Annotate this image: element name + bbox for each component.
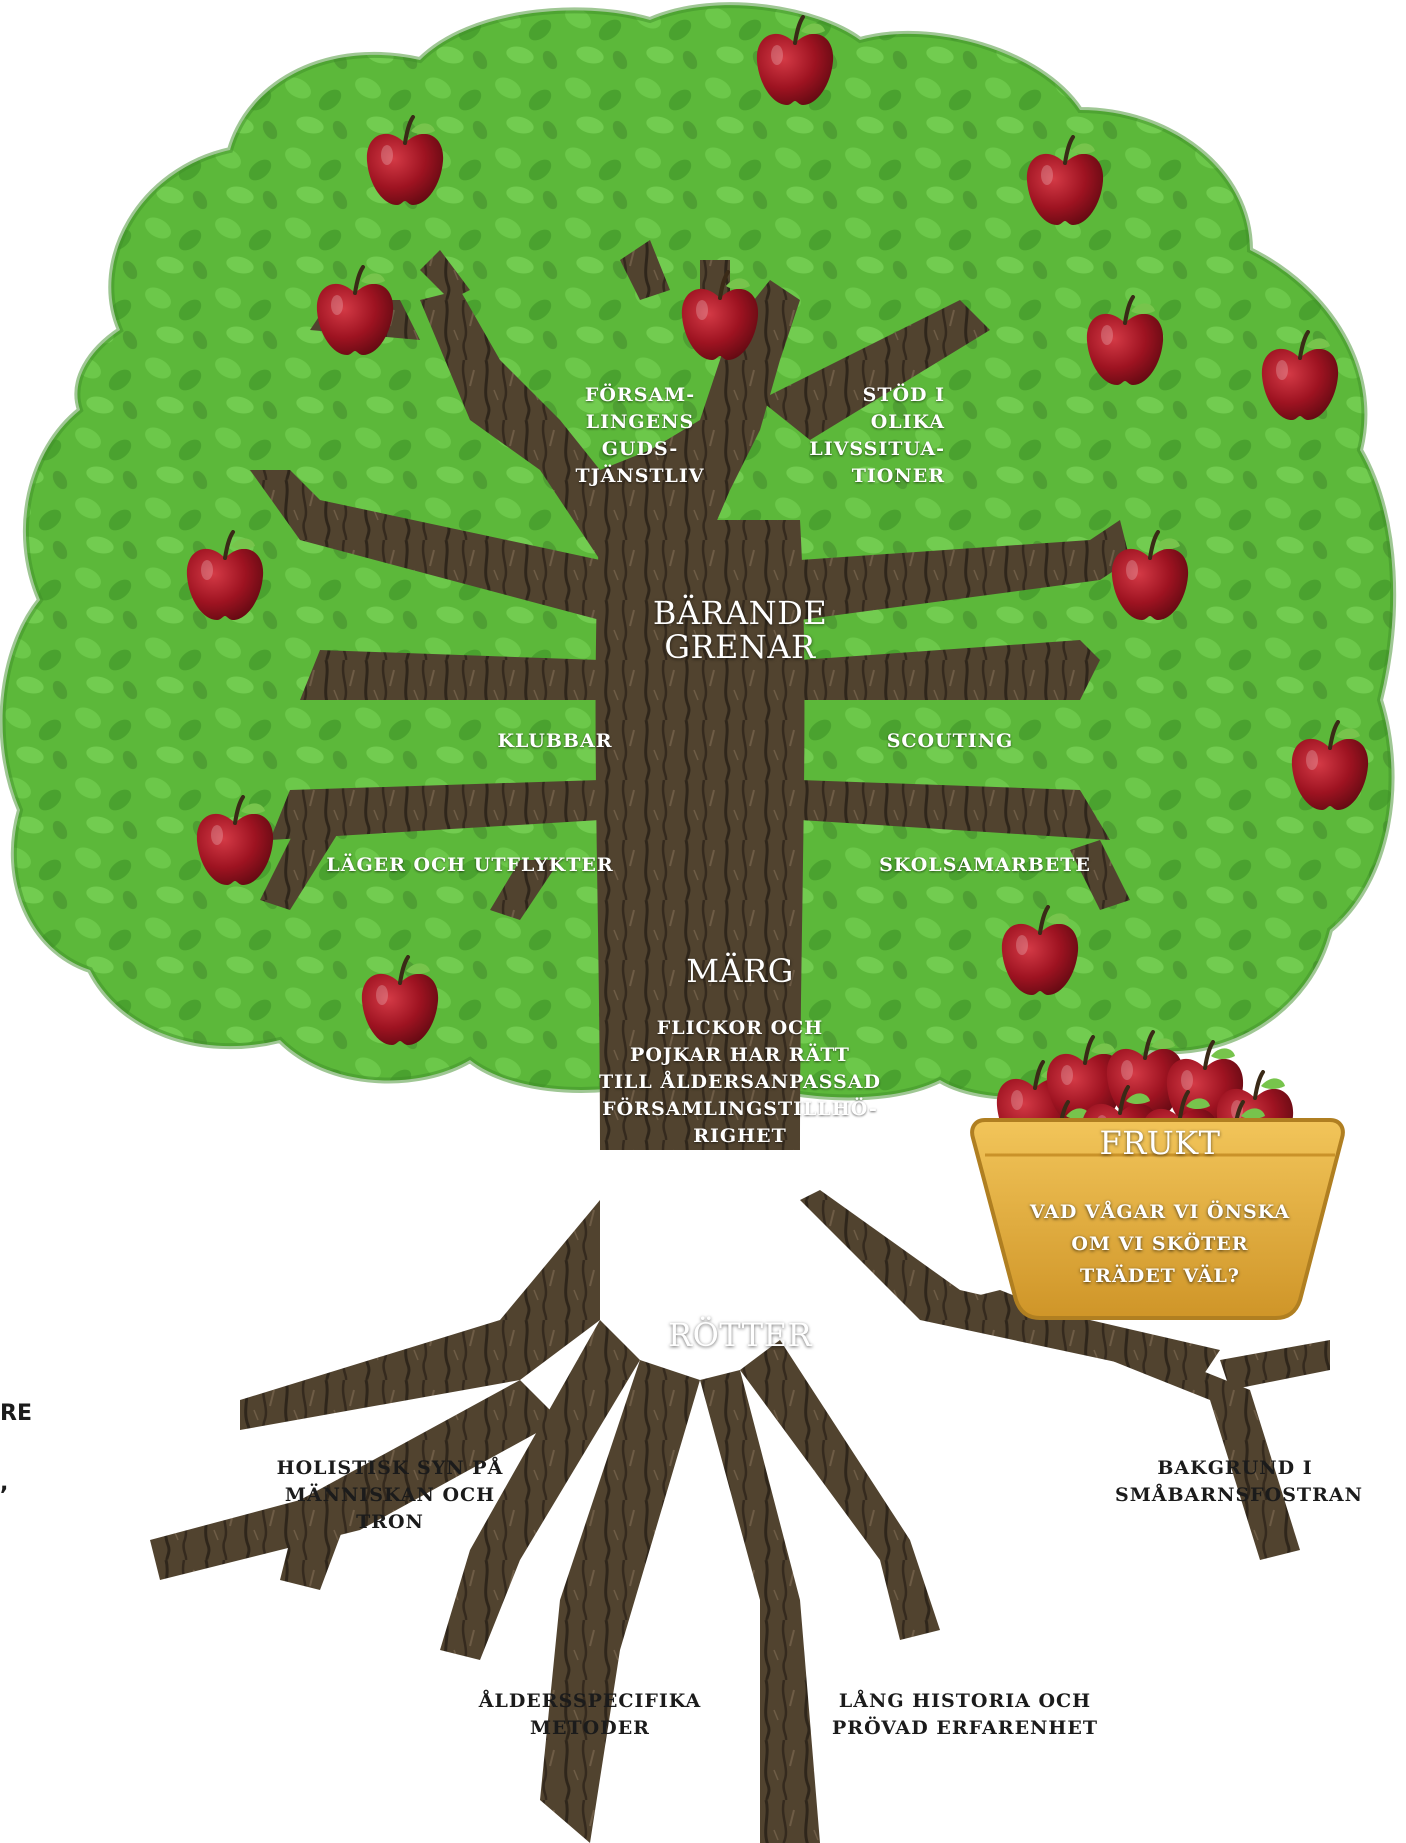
branch-label-klubbar: KLUBBAR: [497, 730, 613, 752]
edge-fragment-2: ,: [0, 1471, 9, 1496]
heading-frukt: FRUKT: [1099, 1124, 1221, 1162]
branch-label-stod: STÖD I OLIKA LIVSSITUA- TIONER: [809, 384, 945, 487]
trunk: [595, 520, 805, 1150]
heading-marg: MÄRG: [686, 952, 794, 990]
edge-fragment-1: RE: [0, 1401, 32, 1426]
branch-label-scouting: SCOUTING: [886, 730, 1014, 752]
branch-label-lager: LÄGER OCH UTFLYKTER: [326, 854, 614, 876]
root-label-bakgrund: BAKGRUND I SMÅBARNSFOSTRAN: [1115, 1457, 1363, 1506]
fruit-basket: [970, 1030, 1345, 1320]
marg-description: FLICKOR OCH POJKAR HAR RÄTT TILL ÅLDERSA…: [599, 1017, 881, 1147]
root-label-holistisk: HOLISTISK SYN PÅ MÄNNISKAN OCH TRON: [276, 1457, 504, 1533]
roots: [150, 1190, 1330, 1843]
heading-barande-grenar: BÄRANDE GRENAR: [652, 594, 828, 666]
root-label-aldersspecifika: ÅLDERSSPECIFIKA METODER: [478, 1690, 702, 1739]
branch-label-skolsamarbete: SKOLSAMARBETE: [879, 854, 1091, 876]
heading-rotter: RÖTTER: [667, 1316, 813, 1354]
branch-label-forsamlingens: FÖRSAM- LINGENS GUDS- TJÄNSTLIV: [575, 384, 705, 487]
root-label-lang-historia: LÅNG HISTORIA OCH PRÖVAD ERFARENHET: [832, 1690, 1098, 1739]
frukt-question: VAD VÅGAR VI ÖNSKA OM VI SKÖTER TRÄDET V…: [1029, 1201, 1291, 1287]
